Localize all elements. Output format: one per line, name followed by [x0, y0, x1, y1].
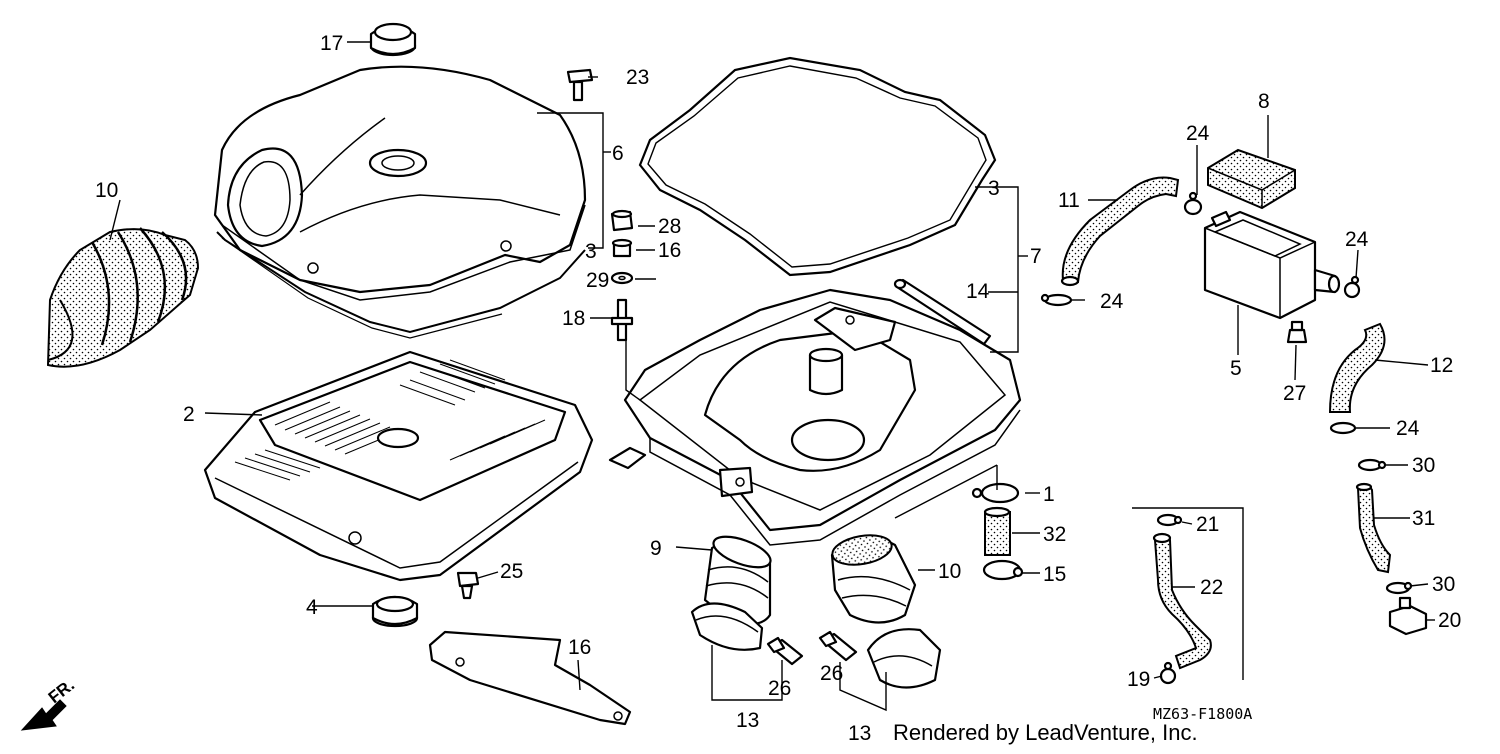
- callout-29: 29: [586, 269, 609, 292]
- part-drain-plug-17: [1388, 596, 1428, 636]
- part-hose-11: [1060, 176, 1180, 287]
- part-grommet-top: [369, 22, 417, 57]
- part-clip-16-top: [1156, 513, 1183, 527]
- callout-20: 16: [658, 239, 681, 262]
- part-cleaner-case: [608, 288, 1022, 546]
- part-tube-32: [983, 506, 1011, 556]
- callout-30-bottom: 30: [1432, 573, 1455, 596]
- callout-1: 1: [1043, 483, 1055, 506]
- callout-26-left: 26: [768, 677, 791, 700]
- part-band-clamp-left: [690, 602, 764, 651]
- callout-15: 15: [1043, 563, 1066, 586]
- callout-24-top: 24: [1186, 122, 1210, 145]
- callout-24-right: 24: [1345, 228, 1369, 251]
- callout-27: 27: [1283, 382, 1306, 405]
- callout-31: 31: [1412, 507, 1435, 530]
- part-clip-24-left: [1040, 293, 1073, 307]
- callout-12: 12: [1430, 354, 1453, 377]
- part-clip-30-top: [1357, 458, 1387, 472]
- part-gasket-ring: [638, 56, 997, 277]
- callout-24-left: 24: [1100, 290, 1124, 313]
- part-hose-12: [1328, 322, 1386, 413]
- callout-32: 32: [1043, 523, 1066, 546]
- callout-24-bottom: 24: [1396, 417, 1420, 440]
- part-clip-24-right: [1343, 275, 1361, 299]
- part-clip-30-bottom: [1385, 581, 1413, 595]
- callout-5: 6: [612, 142, 624, 165]
- part-clip-24-top: [1183, 191, 1203, 216]
- part-grommet-lower: [371, 595, 419, 628]
- part-clip-16-bottom: [1159, 661, 1177, 685]
- callout-3-right: 3: [988, 177, 1000, 200]
- callout-25: 25: [500, 560, 523, 583]
- callout-6: 7: [1030, 245, 1042, 268]
- callout-22: 18: [562, 307, 585, 330]
- callout-19: 16: [568, 636, 591, 659]
- part-washer-29: [610, 271, 634, 285]
- part-clip-15: [982, 559, 1024, 581]
- callout-7: 10: [95, 179, 118, 202]
- part-tube-14: [893, 278, 992, 346]
- callout-30-top: 30: [1412, 454, 1435, 477]
- callout-4: 4: [306, 596, 318, 619]
- callout-11: 11: [1058, 189, 1080, 212]
- callout-21: 17: [320, 32, 343, 55]
- part-clip-27: [1286, 320, 1308, 344]
- part-filter-element: [203, 350, 594, 582]
- part-breather-chamber: [1203, 210, 1341, 320]
- callout-28: 28: [658, 215, 681, 238]
- callout-17: 20: [1438, 609, 1461, 632]
- callout-14: 14: [966, 280, 990, 303]
- callout-8: 5: [1230, 357, 1242, 380]
- part-collar-20: [611, 238, 633, 258]
- callout-2: 2: [183, 403, 195, 426]
- part-clip-25: [456, 571, 480, 600]
- part-cleaner-cover: [213, 65, 587, 301]
- callout-26-right: 26: [820, 662, 843, 685]
- callout-13-left: 13: [736, 709, 759, 732]
- callout-18: 22: [1200, 576, 1223, 599]
- part-clip-1: [971, 482, 1020, 504]
- callout-3-upper: 3: [585, 240, 597, 263]
- part-clip-24-bottom: [1329, 421, 1357, 435]
- drawing-code: MZ63-F1800A: [1153, 705, 1252, 723]
- callout-16-bottom: 19: [1127, 668, 1150, 691]
- front-marker-label: FR.: [45, 675, 78, 707]
- front-direction-arrow: FR.: [20, 675, 78, 731]
- part-filter-pad: [1207, 148, 1296, 210]
- part-intake-duct: [46, 227, 200, 368]
- leader-lines: [109, 41, 1435, 712]
- callout-numbers: 17 23 6 3 10 28 16 29 18 2 4 25 16 3 7 1…: [95, 32, 1461, 745]
- callout-10-right: 10: [938, 560, 961, 583]
- part-bolt-26-left: [766, 636, 804, 666]
- part-nut-28: [610, 209, 634, 232]
- callout-9: 8: [1258, 90, 1270, 113]
- part-band-clamp-right: [866, 628, 942, 689]
- callout-23: 23: [626, 66, 649, 89]
- callout-13-right: 13: [848, 722, 871, 745]
- part-bracket-plate: [428, 630, 632, 726]
- part-bolt-26-right: [818, 630, 858, 662]
- callout-10-left: 9: [650, 537, 662, 560]
- part-stud-22: [610, 298, 634, 342]
- watermark-caption: Rendered by LeadVenture, Inc.: [893, 720, 1198, 745]
- callout-16-top: 21: [1196, 513, 1219, 536]
- part-hose-31: [1355, 482, 1392, 574]
- part-connector-right: [830, 534, 917, 624]
- part-screw-23: [566, 68, 594, 102]
- part-hose-18: [1152, 532, 1212, 670]
